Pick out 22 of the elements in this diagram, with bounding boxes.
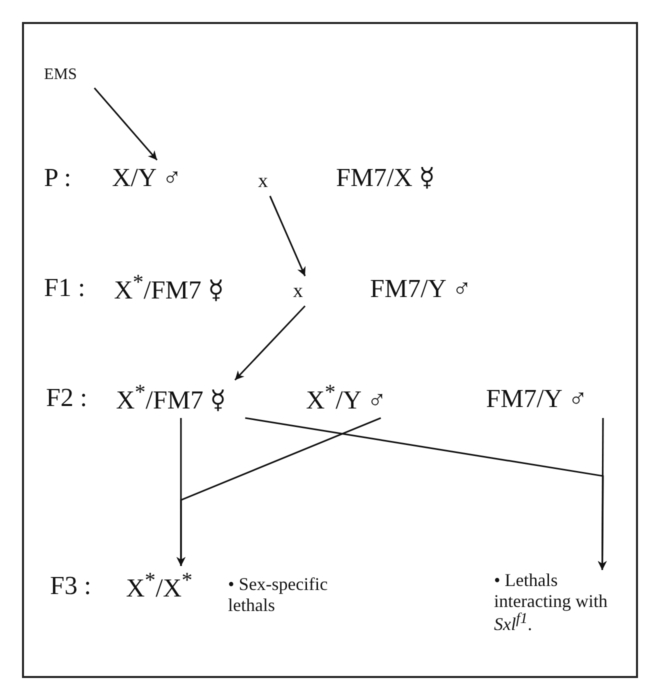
genotype-text: X$^{*}$/FM7 ☿	[116, 378, 286, 418]
note-text: • Lethals interacting with Sxl$^{f1}$.	[494, 570, 626, 660]
genotype-text: X$^{*}$/FM7 ☿	[114, 268, 274, 308]
note-text: • Sex-specific lethals	[228, 574, 329, 617]
arrow	[94, 87, 158, 161]
genotype-text: FM7/X ☿	[336, 158, 486, 196]
genotype-text: X/Y ♂	[112, 160, 212, 196]
cross-symbol: x	[293, 276, 317, 306]
cross-symbol: x	[258, 166, 282, 196]
genotype-text: X$^{*}$/X$^{*}$	[126, 566, 226, 606]
arrow	[234, 305, 306, 381]
generation-label: F1 :	[44, 272, 86, 304]
generation-label: F2 :	[46, 382, 88, 414]
genotype-text: FM7/Y ♂	[370, 270, 520, 308]
genotype-text: FM7/Y ♂	[486, 380, 616, 418]
arrow	[176, 417, 382, 566]
arrow	[598, 418, 607, 570]
mutagen-label: EMS	[44, 62, 100, 88]
generation-label: F3 :	[50, 570, 92, 602]
genotype-text: X$^{*}$/Y ♂	[306, 378, 416, 418]
arrow	[269, 196, 306, 276]
generation-label: P :	[44, 162, 72, 194]
